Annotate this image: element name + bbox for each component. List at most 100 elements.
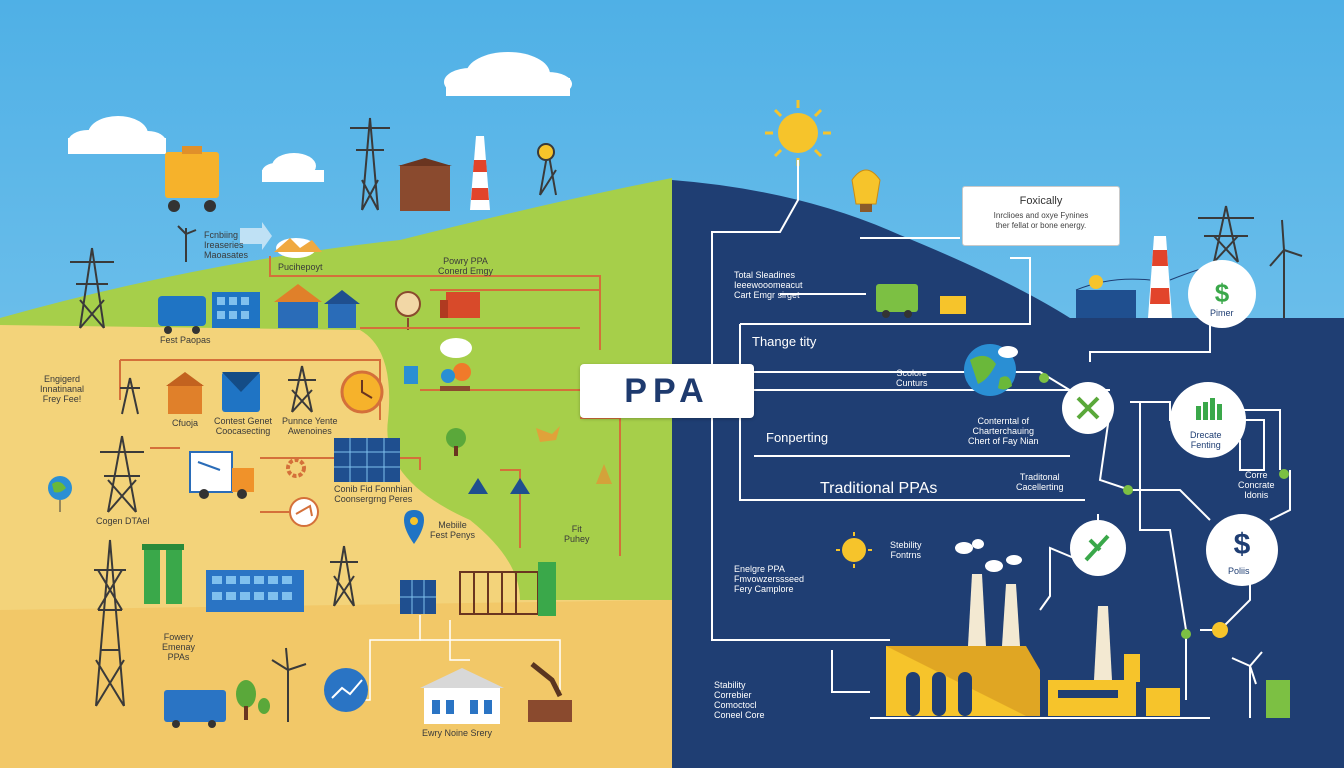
house-icon [274, 284, 322, 328]
handshake-icon [289, 497, 319, 527]
bottom-house-label: Ewry Noine Srery [422, 728, 493, 738]
transmission-tower-icon [1198, 205, 1254, 263]
drecate-label: Drecate Fenting [1190, 430, 1222, 450]
arrow-icon [240, 222, 272, 250]
dollar-icon: $ [1215, 278, 1230, 308]
cogen-label: Cogen DTAel [96, 516, 150, 526]
energy-ppa-label: Enelgre PPA Fmvowzerssseed Fery Camplore [734, 564, 805, 594]
solar-panel-icon [334, 438, 400, 482]
factory-icon [870, 574, 1210, 719]
polis-label: Poliis [1228, 566, 1250, 576]
house-icon [324, 290, 360, 328]
bird-icon [536, 426, 560, 442]
kiosk-icon [538, 562, 556, 616]
solar-panel-icon [400, 580, 436, 614]
cloud-icon [444, 52, 572, 96]
cloud-weather-icon [274, 238, 322, 258]
tanker-truck-icon [158, 296, 206, 334]
document-icon [404, 366, 418, 384]
fonpert-label: Fonperting [766, 430, 829, 445]
tree-icon [446, 428, 466, 456]
traditional-ppas-label: Traditional PPAs [820, 480, 938, 497]
generator-icon [940, 296, 966, 314]
wind-turbine-icon [1269, 219, 1303, 318]
warehouse-icon [166, 372, 204, 414]
sun-small-icon [1089, 275, 1103, 289]
fuel-pumps-label: Fest Paopas [160, 335, 211, 345]
cloud-icon [262, 153, 324, 182]
wind-turbine-icon [271, 647, 307, 722]
stability-label: Stebility Fontrns [890, 540, 922, 560]
fit-label: Fit Puhey [564, 524, 590, 544]
stability-bottom-label: Stability Correbier Comoctocl Coneel Cor… [714, 680, 765, 720]
dollar-icon: $ [1234, 528, 1251, 561]
navy-panel [672, 180, 1344, 768]
total-label: Total Sleadines Ieeewooomeacut Cart Emgr… [734, 270, 803, 300]
gear-icon [286, 458, 306, 478]
solar-note-label: Conib Fid Fonnhian Coonsergrng Peres [334, 484, 413, 504]
cloud-tree-icon [440, 338, 472, 391]
transmission-tower-icon [70, 247, 114, 329]
transmission-tower-icon [288, 365, 316, 413]
mobile-label: Mebiile Fest Penys [430, 520, 476, 540]
top-left-note: Fcnbiing Ireaseries Maoasates [204, 230, 249, 260]
tent-icon [468, 464, 612, 494]
van-icon [876, 284, 918, 318]
callout-box: Foxically Inrclioes and oxye Fynines the… [962, 186, 1120, 246]
callout-body: Inrclioes and oxye Fynines ther fellat o… [993, 211, 1089, 230]
hut-note: Pucihepoyt [278, 262, 323, 272]
powery-label: Fowery Emenay PPAs [162, 632, 196, 662]
kiosk-icon [1266, 680, 1290, 718]
truck-icon [165, 146, 219, 212]
fence-icon [459, 571, 539, 615]
contential-label: Conterntal of Charterchauing Chert of Fa… [968, 416, 1039, 446]
data-center-icon [222, 372, 260, 412]
satellite-dish-icon [537, 143, 557, 196]
network-label: Punnce Yente Awenoines [282, 416, 338, 436]
sconlare-label: Scolore Cunturs [896, 368, 928, 388]
cloud-icon [68, 116, 166, 154]
transmission-tower-icon [350, 117, 390, 211]
wrench-icon [1084, 534, 1110, 562]
globe-icon [964, 344, 1018, 396]
callout-title: Foxically [1019, 195, 1063, 207]
clock-box-label: Cfuoja [172, 418, 199, 428]
dollar-node [1188, 260, 1256, 328]
oil-pump-icon [528, 662, 572, 722]
hot-air-balloon-icon [851, 169, 881, 212]
bar-chart-icon [1196, 398, 1222, 420]
location-pin-icon [404, 510, 424, 544]
truck-icon [164, 690, 226, 728]
building-icon [206, 570, 304, 612]
delivery-truck-icon [189, 451, 254, 499]
sun-icon [765, 100, 831, 166]
building-icon [212, 292, 260, 328]
barn-icon [400, 165, 450, 211]
flow-nodes [1039, 373, 1289, 639]
chart-badge-icon [324, 668, 368, 712]
contract-label: Contest Genet Coocasecting [214, 416, 273, 436]
ppa-title: PPA [580, 364, 754, 418]
factory-icon [1076, 290, 1136, 318]
power-ppa-label: Powry PPA Conerd Emgy [438, 256, 494, 276]
clock-icon [340, 370, 384, 414]
chimney-stack-icon [470, 136, 490, 210]
policy-node [1206, 514, 1278, 586]
battery-icon [142, 544, 184, 604]
smoke-icon [955, 539, 1022, 572]
transmission-tower-icon [330, 545, 358, 607]
engaged-label: Engigerd Innatinanal Frey Fee! [40, 374, 85, 404]
transmission-tower-icon [120, 377, 140, 415]
house-icon [420, 668, 504, 724]
transmission-tower-icon [100, 435, 144, 513]
globe-icon [48, 476, 72, 512]
wind-turbine-icon [1231, 651, 1263, 718]
chimney-stack-icon [1148, 236, 1172, 318]
tools-icon [1076, 396, 1100, 420]
corre-label: Corre Concrate Idonis [1238, 470, 1275, 500]
sun-icon [836, 532, 872, 568]
truck-icon [440, 292, 480, 318]
wind-turbine-icon [177, 225, 197, 262]
trad-small-label: Traditonal Cacellerting [1016, 472, 1064, 492]
